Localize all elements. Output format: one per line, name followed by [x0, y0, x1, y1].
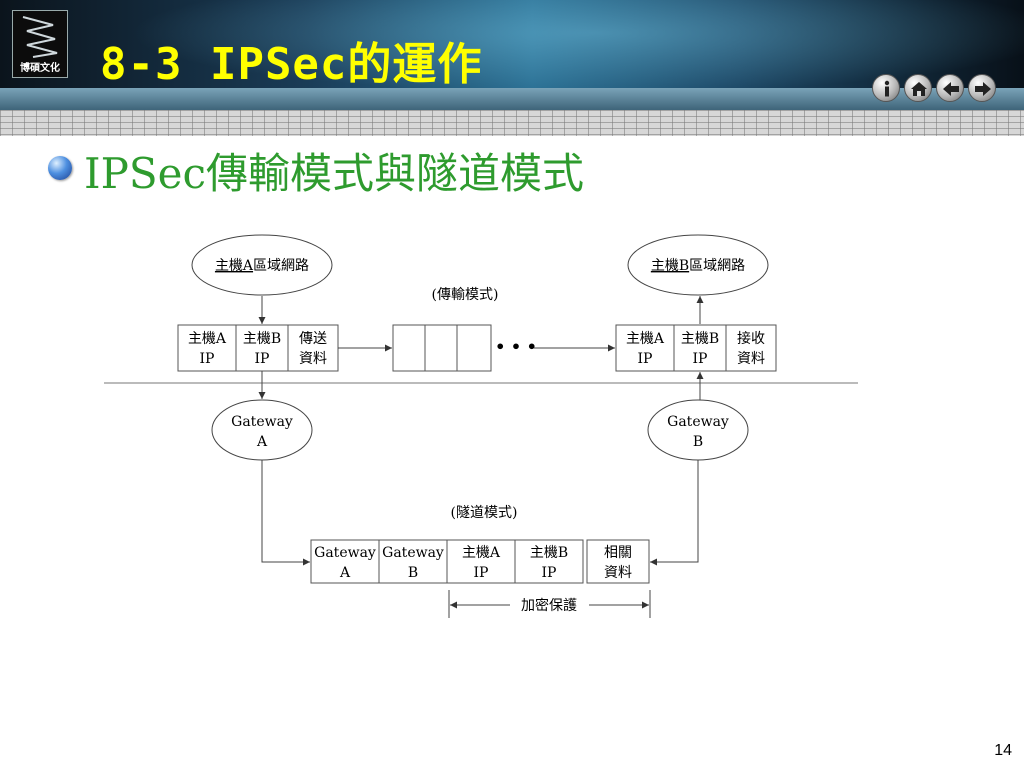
- header-banner: 博碩文化 8-3 IPSec的運作: [0, 0, 1024, 110]
- gateway-b-line1: Gateway: [667, 414, 729, 430]
- bullet-icon: [48, 156, 72, 180]
- forward-arrow-icon: [975, 82, 991, 96]
- receive-cell-3-line2: 資料: [737, 351, 765, 367]
- transport-mode-label: (傳輸模式): [432, 287, 499, 303]
- arrow-gateway-b-to-tunnel: [650, 460, 699, 566]
- send-cell-3-line2: 資料: [299, 351, 327, 367]
- tunnel-cell-5-line2: 資料: [604, 565, 632, 581]
- receive-cell-1-line2: IP: [638, 351, 653, 367]
- receive-cell-3-line1: 接收: [737, 330, 765, 347]
- network-a-label-underlined: 主機A: [215, 258, 254, 274]
- gateway-a-line2: A: [256, 434, 268, 450]
- tunnel-cell-3-line2: IP: [474, 565, 489, 581]
- info-button[interactable]: [872, 74, 900, 102]
- tunnel-cell-2-line2: B: [408, 565, 418, 581]
- svg-text:主機A區域網路: 主機A區域網路: [215, 258, 309, 274]
- network-a-node: 主機A區域網路: [191, 234, 333, 296]
- tunnel-cell-2-line1: Gateway: [382, 545, 444, 561]
- ellipsis: • • •: [495, 337, 537, 356]
- home-icon: [911, 82, 927, 96]
- tunnel-cell-1-line1: Gateway: [314, 545, 376, 561]
- tunnel-cell-4-line1: 主機B: [530, 545, 568, 561]
- info-icon: [884, 80, 890, 97]
- header-stripe: [0, 88, 1024, 110]
- back-arrow-icon: [943, 82, 959, 96]
- network-b-label-underlined: 主機B: [651, 258, 689, 274]
- header-grid-band: [0, 110, 1024, 136]
- encryption-label: 加密保護: [521, 597, 577, 614]
- slide-title: 8-3 IPSec的運作: [100, 39, 483, 90]
- logo-swirl-icon: [22, 16, 58, 58]
- receive-cell-1-line1: 主機A: [626, 331, 665, 347]
- send-cell-1-line2: IP: [200, 351, 215, 367]
- send-cell-3-line1: 傳送: [299, 331, 327, 347]
- slide-subtitle: IPSec傳輸模式與隧道模式: [84, 149, 585, 198]
- tunnel-packet: Gateway A Gateway B 主機A IP 主機B IP 相關 資料: [310, 539, 650, 584]
- receive-cell-2-line1: 主機B: [681, 331, 719, 347]
- tunnel-cell-3-line1: 主機A: [462, 545, 501, 561]
- tunnel-cell-4-line2: IP: [542, 565, 557, 581]
- send-packet: 主機A IP 主機B IP 傳送 資料: [177, 324, 339, 372]
- page-number: 14: [994, 742, 1012, 759]
- send-cell-2-line2: IP: [255, 351, 270, 367]
- tunnel-cell-1-line2: A: [339, 565, 351, 581]
- svg-text:主機B區域網路: 主機B區域網路: [651, 258, 745, 274]
- gateway-b-node: Gateway B: [647, 399, 749, 461]
- gateway-b-line2: B: [693, 434, 703, 450]
- back-button[interactable]: [936, 74, 964, 102]
- receive-packet: 主機A IP 主機B IP 接收 資料: [615, 324, 777, 372]
- gateway-a-node: Gateway A: [211, 399, 313, 461]
- forward-button[interactable]: [968, 74, 996, 102]
- publisher-logo: 博碩文化: [12, 10, 68, 78]
- tunnel-mode-label: (隧道模式): [451, 505, 518, 521]
- send-cell-2-line1: 主機B: [243, 331, 281, 347]
- encryption-span: 加密保護: [448, 590, 651, 618]
- network-b-label-rest: 區域網路: [689, 258, 745, 274]
- network-b-node: 主機B區域網路: [627, 234, 769, 296]
- logo-text: 博碩文化: [20, 63, 60, 74]
- gateway-a-line1: Gateway: [231, 414, 293, 430]
- send-cell-1-line1: 主機A: [188, 331, 227, 347]
- home-button[interactable]: [904, 74, 932, 102]
- receive-cell-2-line2: IP: [693, 351, 708, 367]
- network-a-label-rest: 區域網路: [253, 258, 309, 274]
- transit-packets: [392, 324, 492, 372]
- arrow-gateway-a-to-tunnel: [261, 460, 310, 566]
- tunnel-cell-5-line1: 相關: [604, 545, 632, 561]
